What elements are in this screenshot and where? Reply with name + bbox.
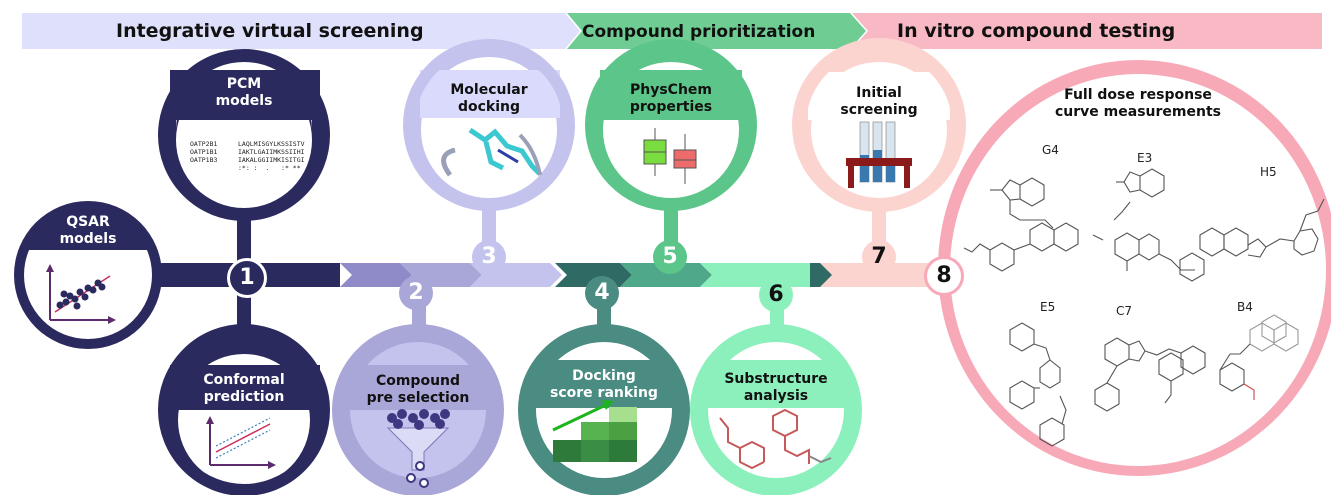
boxplot-icon (643, 128, 697, 184)
step-number-1: 1 (227, 258, 267, 298)
funnel-icon (386, 409, 450, 488)
banner-virtual-screening-label: Integrative virtual screening (116, 20, 424, 42)
step-number-6: 6 (759, 278, 793, 312)
step-number-4: 4 (585, 276, 619, 310)
qsar-plot-icon (46, 264, 116, 324)
step-number-7: 7 (862, 240, 896, 274)
compound-id-g4: G4 (1042, 143, 1059, 157)
compound-id-c7: C7 (1116, 304, 1133, 318)
alignment-sequences: LAQLMISGYLKSSISTV IAKTLGAIIMKSSIIHI IAKA… (238, 140, 313, 172)
test-tubes-icon (846, 121, 912, 188)
compound-id-e5: E5 (1040, 300, 1056, 314)
banner-virtual-screening (22, 13, 580, 49)
step-number-3: 3 (472, 240, 506, 274)
podium-icon (552, 400, 637, 462)
arrow-2a (340, 263, 412, 287)
banner-prioritization (567, 13, 866, 49)
step-number-5: 5 (653, 240, 687, 274)
arrow-5 (620, 263, 712, 287)
compound-id-b4: B4 (1237, 300, 1253, 314)
alignment-names: OATP2B1 OATP1B1 OATP1B3 (190, 140, 218, 164)
compound-structures (963, 168, 1325, 447)
docking-molecule-icon (441, 127, 542, 177)
banner-testing-label: In vitro compound testing (897, 20, 1176, 42)
arrow-6 (700, 263, 827, 287)
banner-testing (852, 13, 1322, 49)
step-number-2: 2 (399, 276, 433, 310)
step-number-8: 8 (924, 256, 964, 296)
compound-id-h5: H5 (1260, 165, 1277, 179)
substructure-molecule-icon (719, 408, 832, 470)
conformal-plot-icon (206, 416, 276, 469)
arrow-7 (820, 263, 942, 287)
compound-id-e3: E3 (1137, 151, 1153, 165)
banner-prioritization-label: Compound prioritization (582, 22, 816, 42)
